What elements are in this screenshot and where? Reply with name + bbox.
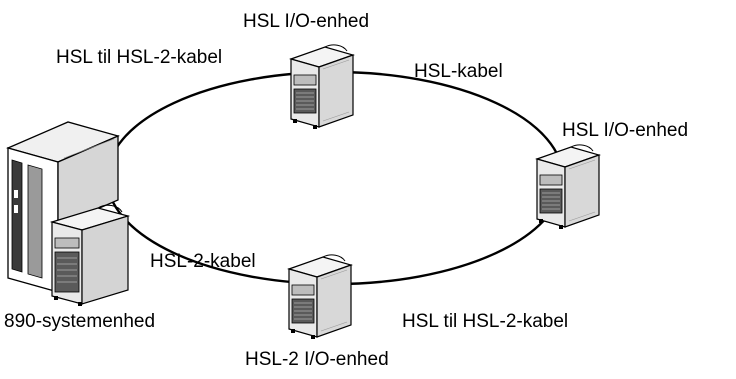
label-hsl2-io-bottom: HSL-2 I/O-enhed xyxy=(245,349,389,370)
hsl2-io-unit-bottom xyxy=(288,254,352,340)
system-unit-890 xyxy=(6,121,131,306)
label-hsl-cable: HSL-kabel xyxy=(414,61,503,82)
hsl-io-unit-top xyxy=(290,44,354,130)
label-hsl-io-right: HSL I/O-enhed xyxy=(562,120,689,141)
label-system-unit-890: 890-systemenhed xyxy=(4,311,156,332)
label-hsl-io-top: HSL I/O-enhed xyxy=(243,11,370,32)
label-hsl-to-hsl2-cable-top: HSL til HSL-2-kabel xyxy=(56,47,223,68)
label-hsl2-cable: HSL-2-kabel xyxy=(150,251,256,272)
label-hsl-to-hsl2-cable-bottom: HSL til HSL-2-kabel xyxy=(402,311,569,332)
hsl-io-unit-right xyxy=(536,144,600,230)
